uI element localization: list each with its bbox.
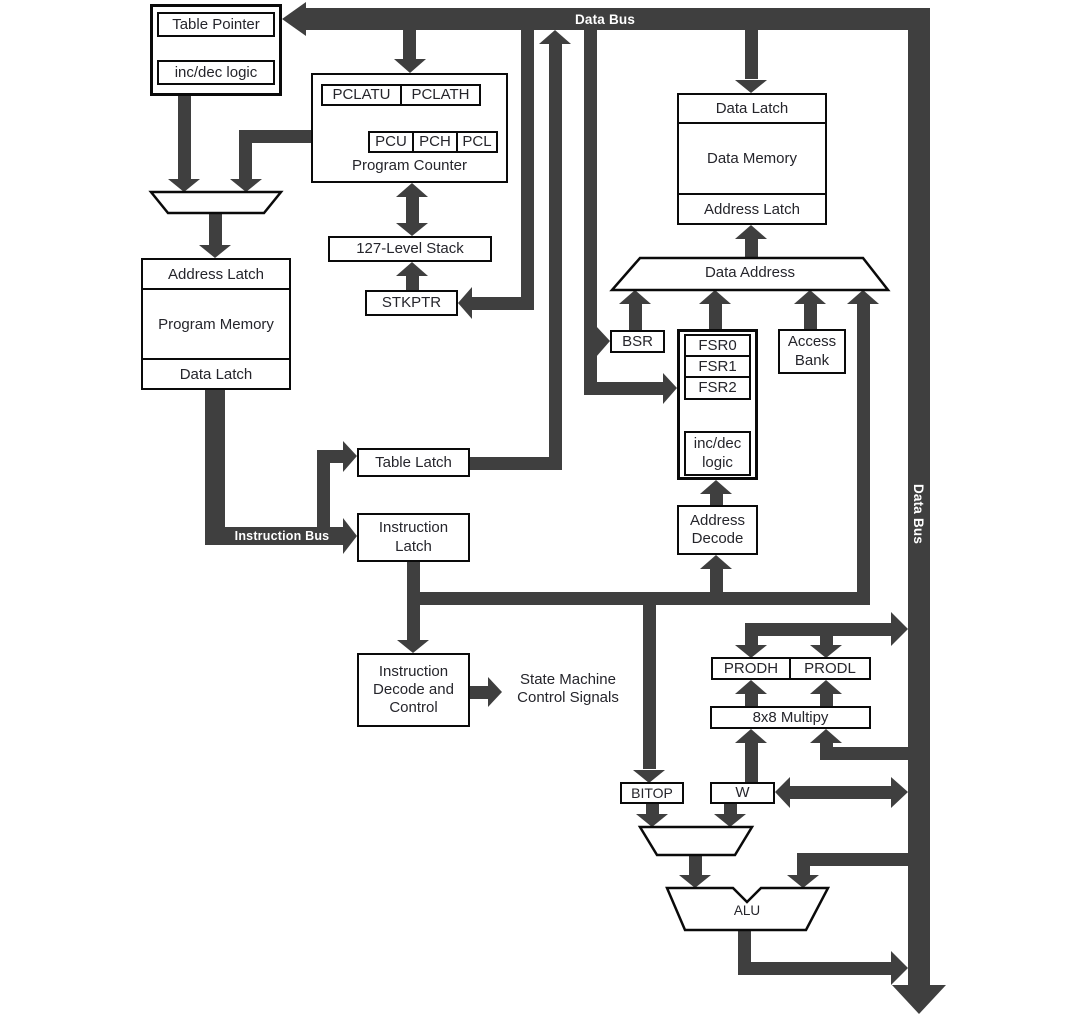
table-pointer-box: Table Pointer [157,12,275,37]
fsr1-box: FSR1 [684,355,751,378]
prodh-box: PRODH [711,657,791,680]
bus-to-pc-connector [394,30,426,73]
bus-to-alu-connector [787,853,908,888]
program-memory-block: Address Latch Program Memory Data Latch [141,258,291,390]
fsr0-box: FSR0 [684,334,751,357]
access-bank-box: Access Bank [778,329,846,374]
dm-memory: Data Memory [679,122,825,195]
data-bus-right-label: Data Bus [911,483,927,545]
instruction-latch-out-connector [397,562,870,653]
data-memory-block: Data Latch Data Memory Address Latch [677,93,827,225]
instruction-decode-box: Instruction Decode and Control [357,653,470,727]
instruction-bus-label: Instruction Bus [234,529,330,543]
alu-label: ALU [733,902,761,918]
table-latch-to-bus-connector [470,30,571,470]
mux-to-program-memory-connector [199,213,231,258]
data-bus-top-line [282,2,930,36]
address-decode-box: Address Decode [677,505,758,555]
data-address-to-address-latch-connector [735,225,767,258]
stack-stkptr-connector [396,262,428,291]
data-address-trapezoid [609,256,891,292]
pclath-box: PCLATH [400,84,481,106]
data-bus-top-label: Data Bus [574,12,636,27]
table-incdec-box: inc/dec logic [157,60,275,85]
program-address-mux [148,190,284,215]
pch-box: PCH [412,131,458,153]
address-decode-to-incdec-connector [700,480,732,505]
bus-to-data-latch-connector [735,30,767,93]
pm-data-latch: Data Latch [179,365,253,383]
pm-address-latch: Address Latch [168,265,264,283]
decode-output-connector [470,677,502,707]
prodl-box: PRODL [789,657,871,680]
instruction-latch-box: Instruction Latch [357,513,470,562]
bus-to-address-decode-connector [700,555,732,592]
bus-to-data-address-connector [847,290,879,594]
stack-box: 127-Level Stack [328,236,492,262]
pcu-box: PCU [368,131,414,153]
alu-input-mux [637,825,755,857]
alu-shape [665,886,831,932]
bus-to-stkptr-connector [458,30,534,319]
dm-data-latch: Data Latch [715,100,789,117]
fsr2-box: FSR2 [684,376,751,400]
prod-data-bus-connector [735,612,908,658]
data-bus-right-line [892,8,946,1014]
w-to-multiply-connector [735,729,767,782]
bus-to-bitop-connector [633,605,665,783]
w-to-mux-connector [714,804,746,827]
bitop-to-mux-connector [636,804,668,827]
bsr-to-data-address-connector [619,290,651,330]
w-register-box: W [710,782,775,804]
table-pointer-to-mux-connector [168,95,200,192]
bitop-box: BITOP [620,782,684,804]
bus-to-multiply-connector [810,729,908,760]
multiply-to-prod-connector [735,680,842,706]
pm-memory: Program Memory [143,288,289,360]
table-latch-box: Table Latch [357,448,470,477]
access-bank-to-data-address-connector [794,290,826,329]
pc-stack-connector [396,183,428,236]
mux-to-alu-connector [679,855,711,888]
dm-address-latch: Address Latch [704,200,800,218]
fsr-to-data-address-connector [699,290,731,329]
pclatu-box: PCLATU [321,84,402,106]
program-counter-label: Program Counter [351,157,468,174]
pcl-box: PCL [456,131,498,153]
instruction-bus-line [205,389,357,554]
fsr-incdec-box: inc/dec logic [684,431,751,476]
multiply-box: 8x8 Multipy [710,706,871,729]
alu-to-bus-connector [738,930,908,985]
instruction-bus-to-table-latch-connector [317,441,357,528]
state-machine-label: State Machine Control Signals [517,670,619,706]
stkptr-box: STKPTR [365,290,458,316]
data-address-label: Data Address [704,264,796,281]
bus-to-bsr-fsr-connector [584,30,677,404]
w-data-bus-connector [775,777,908,808]
bsr-box: BSR [610,330,665,353]
pc-to-mux-connector [230,130,311,192]
